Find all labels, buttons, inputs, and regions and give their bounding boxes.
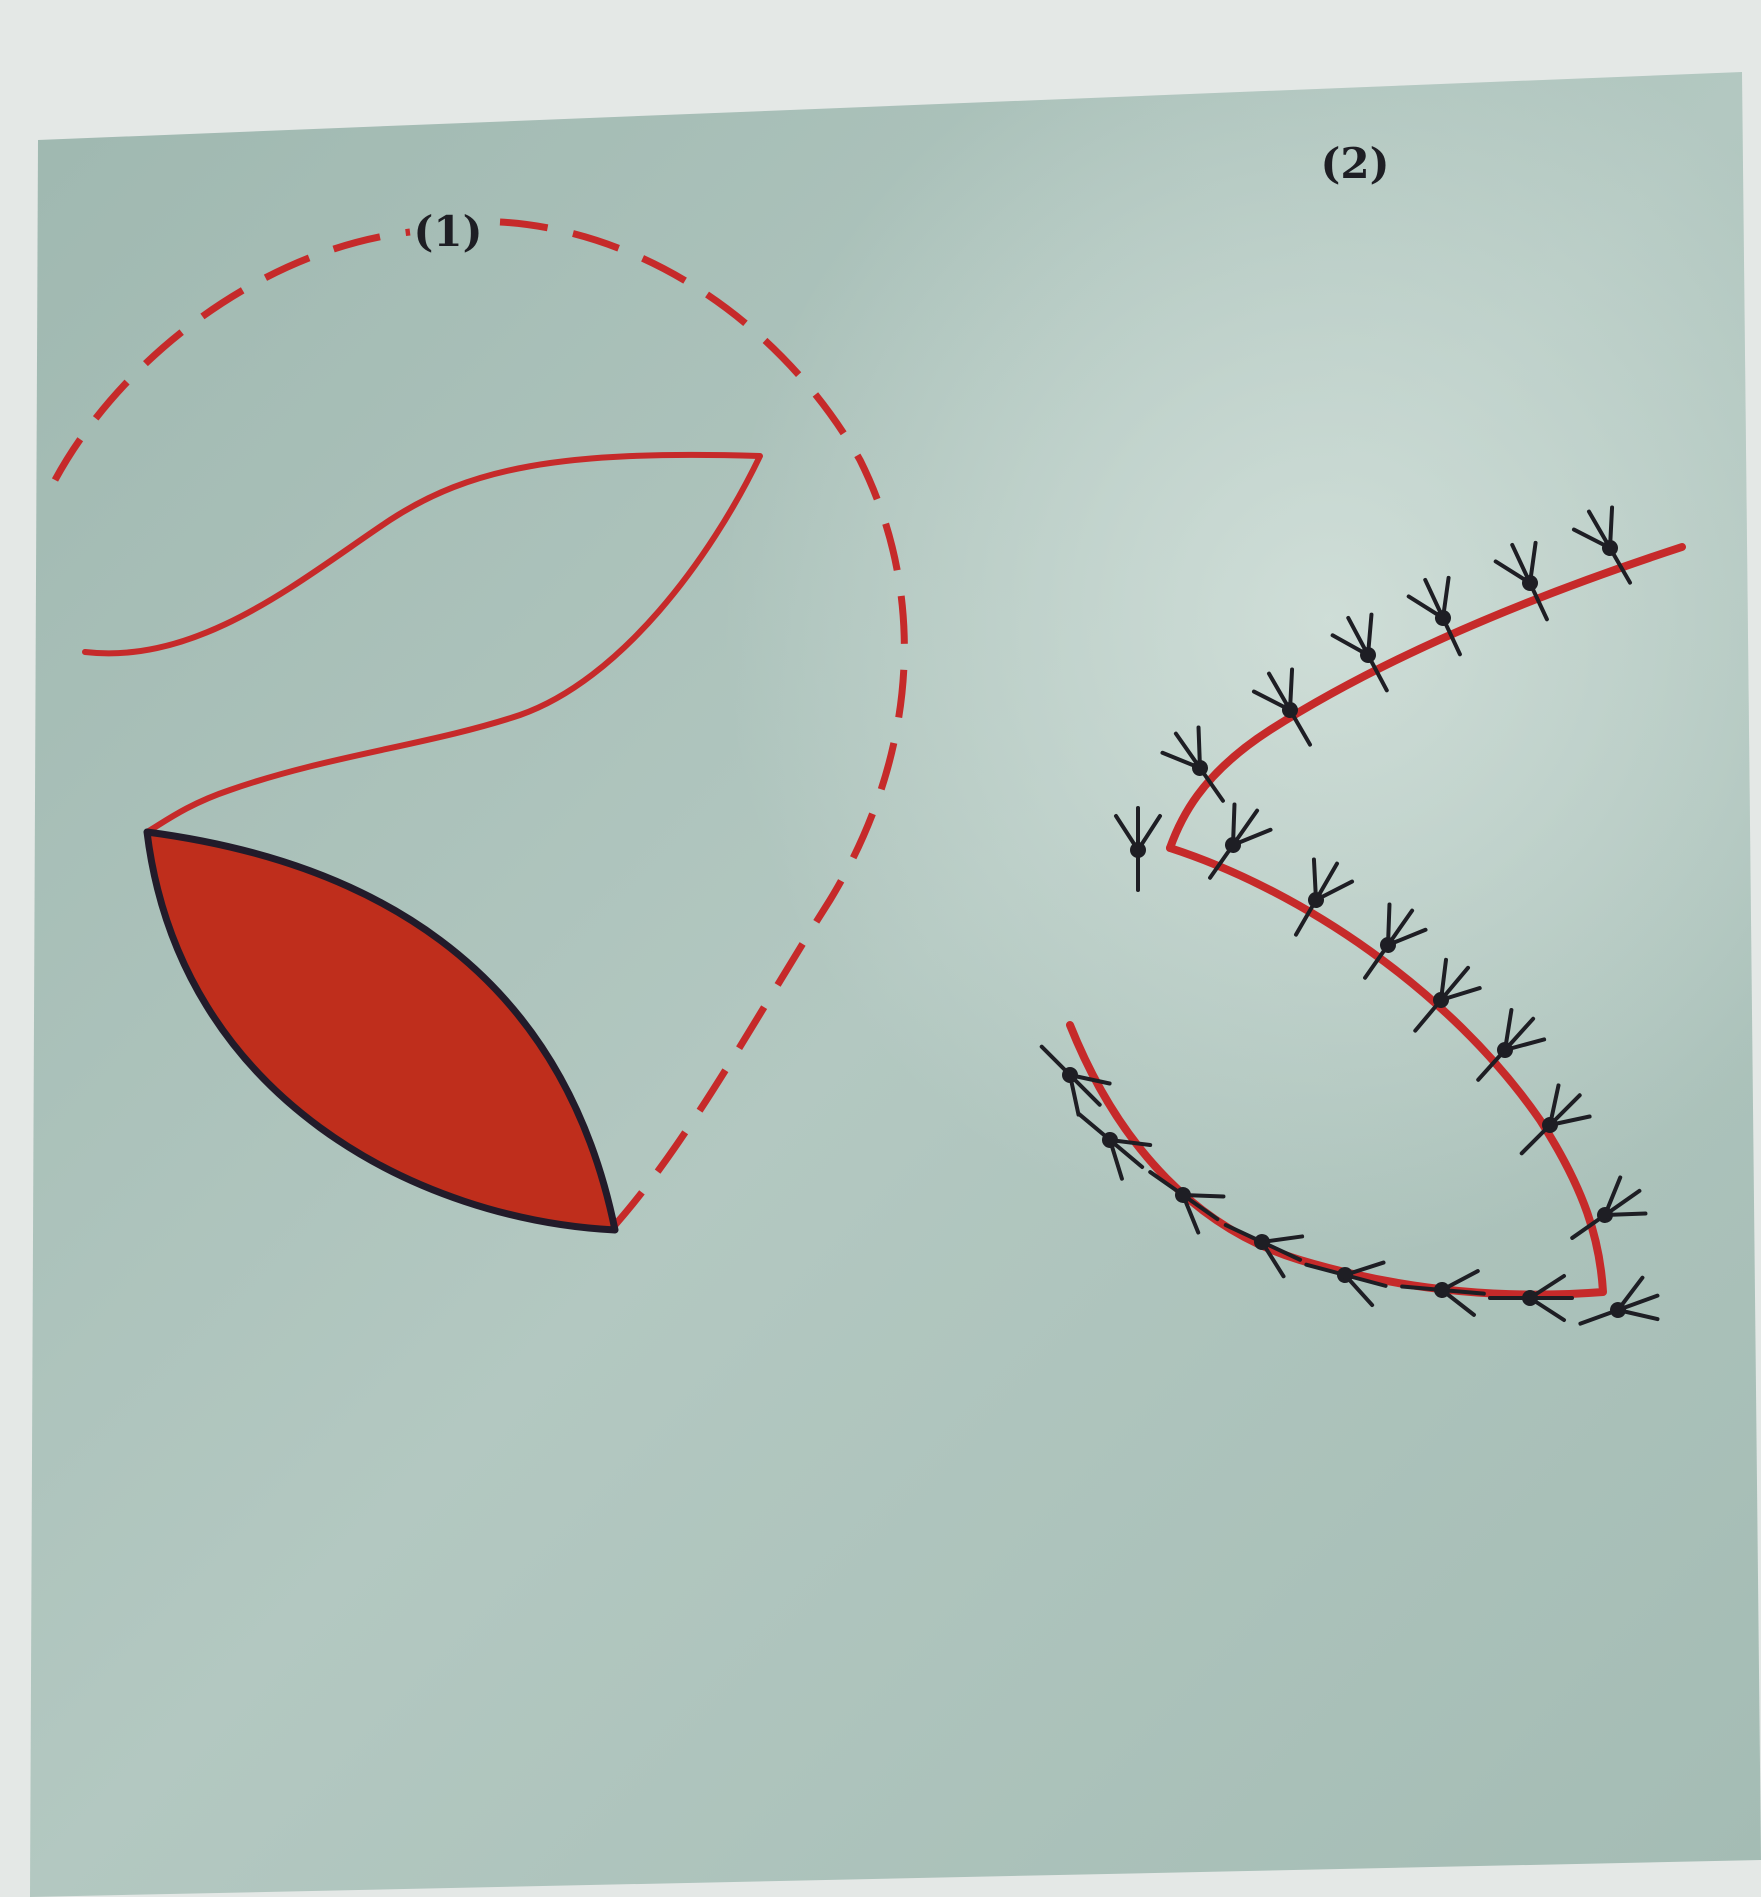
panel-2-label: (2) [1321,139,1390,188]
suture-knot-dot [1254,1234,1270,1250]
suture-knot-dot [1524,1292,1536,1304]
suture-knot-dot [1435,1283,1448,1296]
suture-knot-dot [1610,1302,1625,1317]
panel-1-label: (1) [414,207,483,256]
suture-knot-dot [1522,575,1538,591]
suture-knot-dot [1338,1268,1353,1283]
suture-knot-dot [1132,844,1144,856]
suture-knot-dot [1435,610,1451,626]
